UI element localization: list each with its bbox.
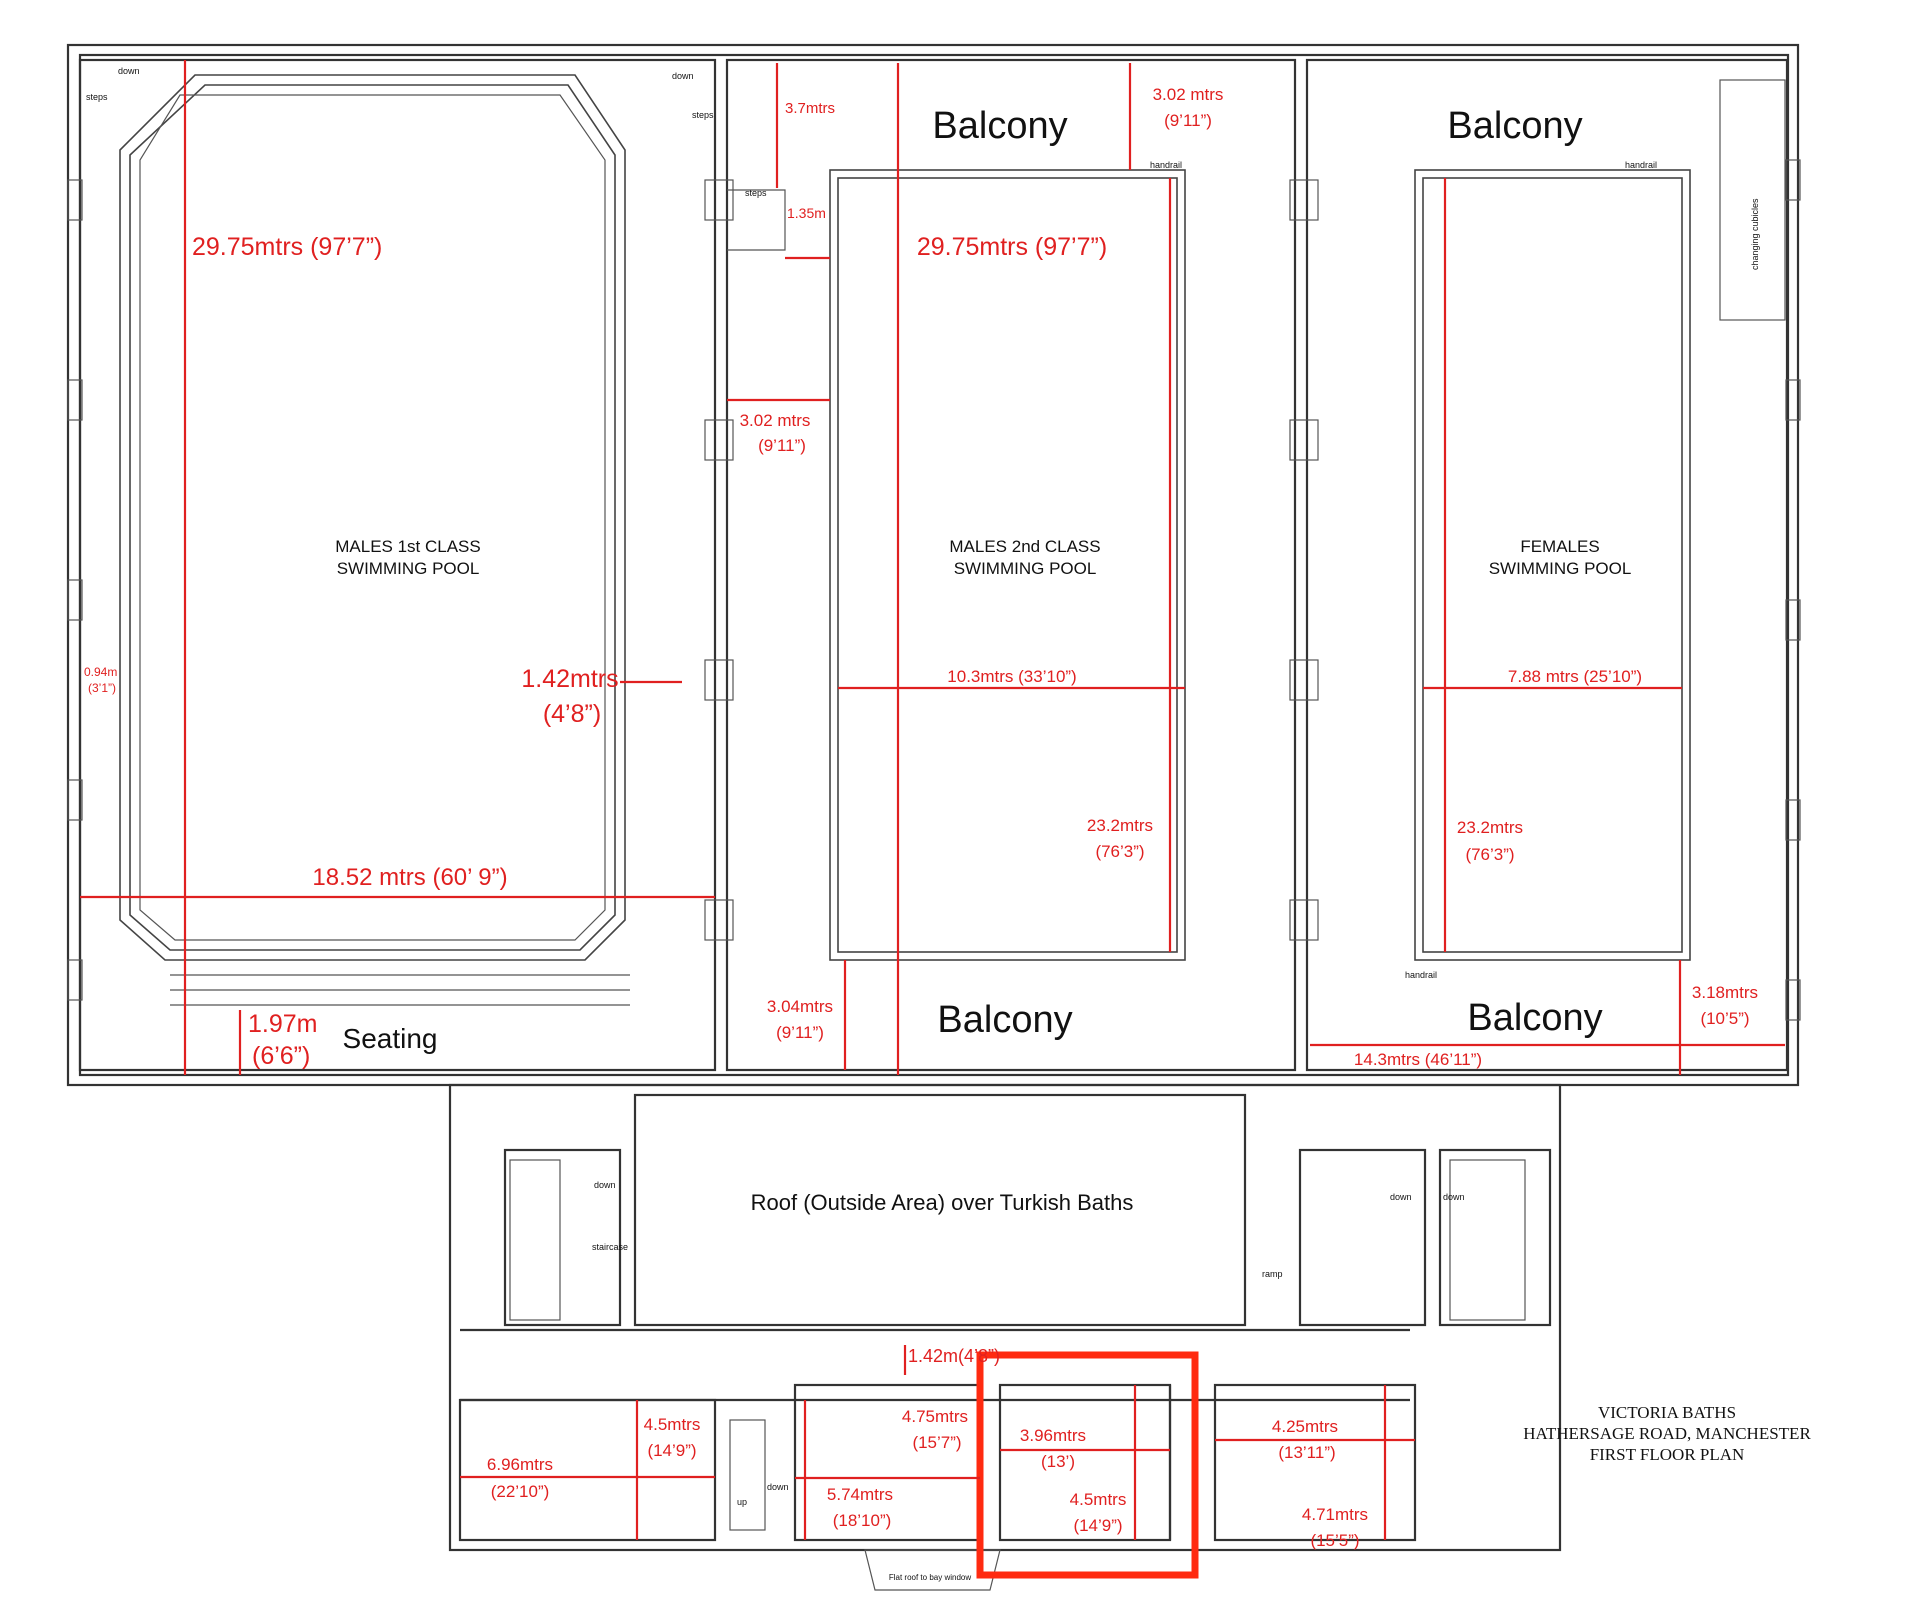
dim-roomB-a: 4.75mtrs [902,1407,968,1426]
pool2-label-line1: MALES 2nd CLASS [949,537,1100,556]
dim-roomD-c: 4.71mtrs [1302,1505,1368,1524]
up-label: up [737,1497,747,1507]
small-annotations: down down steps steps steps handrail han… [86,66,1760,1507]
staircase-label: staircase [592,1242,628,1252]
dim-roomC-b: (13’) [1041,1452,1075,1471]
dim-pool1-side-a: 1.42mtrs [521,665,618,693]
handrail-label-2: handrail [1625,160,1657,170]
dim-pool1-length: 29.75mtrs (97’7”) [192,233,382,261]
steps-label-3: steps [745,188,767,198]
dim-corridor: 1.42m(4’8”) [908,1346,1000,1366]
seating-label: Seating [343,1023,438,1054]
dim-pool2-top-a: 3.7mtrs [785,100,835,117]
ramp-label: ramp [1262,1269,1283,1279]
dim-pool3-inner-b: (76’3”) [1465,845,1514,864]
dim-pool2-length: 29.75mtrs (97’7”) [917,233,1107,261]
dim-roomB-b: (15’7”) [912,1433,961,1452]
dim-roomA-d: (14’9”) [647,1441,696,1460]
dim-pool2-bottom-a: 3.04mtrs [767,997,833,1016]
pool1-label-line2: SWIMMING POOL [337,559,480,578]
down-label-6: down [767,1482,789,1492]
steps-label-1: steps [86,92,108,102]
dim-pool2-topright-a: 3.02 mtrs [1153,85,1224,104]
handrail-label-3: handrail [1405,970,1437,980]
dim-pool2-steps: 1.35m [787,205,826,221]
dim-pool3-width: 7.88 mtrs (25’10”) [1508,667,1642,686]
dim-pool3-right-a: 3.18mtrs [1692,983,1758,1002]
balcony-label-2: Balcony [1447,105,1582,147]
room-labels: MALES 1st CLASS SWIMMING POOL MALES 2nd … [335,105,1631,1582]
roof-label: Roof (Outside Area) over Turkish Baths [751,1190,1134,1215]
dimension-texts: 29.75mtrs (97’7”) 18.52 mtrs (60’ 9”) 1.… [84,85,1758,1550]
pool3-label-line2: SWIMMING POOL [1489,559,1632,578]
pool2-label-line2: SWIMMING POOL [954,559,1097,578]
walls-lower-block [448,1083,1562,1591]
dim-roomA-c: 4.5mtrs [644,1415,701,1434]
dim-roomD-a: 4.25mtrs [1272,1417,1338,1436]
steps-label-2: steps [692,110,714,120]
dim-roomA-a: 6.96mtrs [487,1455,553,1474]
dim-pool3-bottom: 14.3mtrs (46’11”) [1354,1050,1482,1069]
dim-pool2-width: 10.3mtrs (33’10”) [947,667,1076,686]
dim-pool2-bottom-b: (9’11”) [776,1023,824,1042]
dim-pool3-inner-a: 23.2mtrs [1457,818,1523,837]
dim-roomB-c: 5.74mtrs [827,1485,893,1504]
dim-pool1-left-b: (3’1”) [88,681,116,695]
dim-seating-a: 1.97m [248,1010,317,1038]
dim-pool1-width: 18.52 mtrs (60’ 9”) [312,864,507,891]
flat-roof-label: Flat roof to bay window [889,1573,971,1582]
title-block: VICTORIA BATHS HATHERSAGE ROAD, MANCHEST… [1523,1403,1811,1464]
dim-roomB-d: (18’10”) [833,1511,892,1530]
dim-pool2-left-b: (9’11”) [758,436,806,455]
dim-pool2-topright-b: (9’11”) [1164,111,1212,130]
dim-roomC-c: 4.5mtrs [1070,1490,1127,1509]
pool-males-2nd-outline [727,169,1186,961]
pool-males-1st-outline [119,74,630,1006]
changing-label: changing cubicles [1750,198,1760,270]
dimension-lines [80,60,1785,1540]
highlighted-room-box [976,1351,1199,1579]
dim-roomD-b: (13’11”) [1278,1443,1335,1462]
pool3-label-line1: FEMALES [1520,537,1599,556]
down-label-2: down [672,71,694,81]
title-line2: HATHERSAGE ROAD, MANCHESTER [1523,1424,1811,1443]
balcony-label-3: Balcony [937,999,1072,1041]
balcony-label-4: Balcony [1467,997,1602,1039]
dim-pool1-left-a: 0.94m [84,665,117,679]
down-label-5: down [1443,1192,1465,1202]
dim-roomC-d: (14’9”) [1073,1516,1122,1535]
dim-pool1-side-b: (4’8”) [543,700,601,728]
dim-pool3-right-b: (10’5”) [1700,1009,1749,1028]
down-label-3: down [594,1180,616,1190]
dim-seating-b: (6’6”) [252,1042,310,1070]
handrail-label-1: handrail [1150,160,1182,170]
dim-roomC-a: 3.96mtrs [1020,1426,1086,1445]
title-line1: VICTORIA BATHS [1598,1403,1736,1422]
dim-roomA-b: (22’10”) [491,1482,550,1501]
dim-roomD-d: (15’5”) [1310,1531,1359,1550]
dim-pool2-inner-b: (76’3”) [1095,842,1144,861]
balcony-label-1: Balcony [932,105,1067,147]
down-label-4: down [1390,1192,1412,1202]
dim-pool2-left-a: 3.02 mtrs [740,411,811,430]
pool-females-outline [1414,79,1786,961]
down-label-1: down [118,66,140,76]
pool1-label-line1: MALES 1st CLASS [335,537,481,556]
dim-pool2-inner-a: 23.2mtrs [1087,816,1153,835]
title-line3: FIRST FLOOR PLAN [1590,1445,1745,1464]
